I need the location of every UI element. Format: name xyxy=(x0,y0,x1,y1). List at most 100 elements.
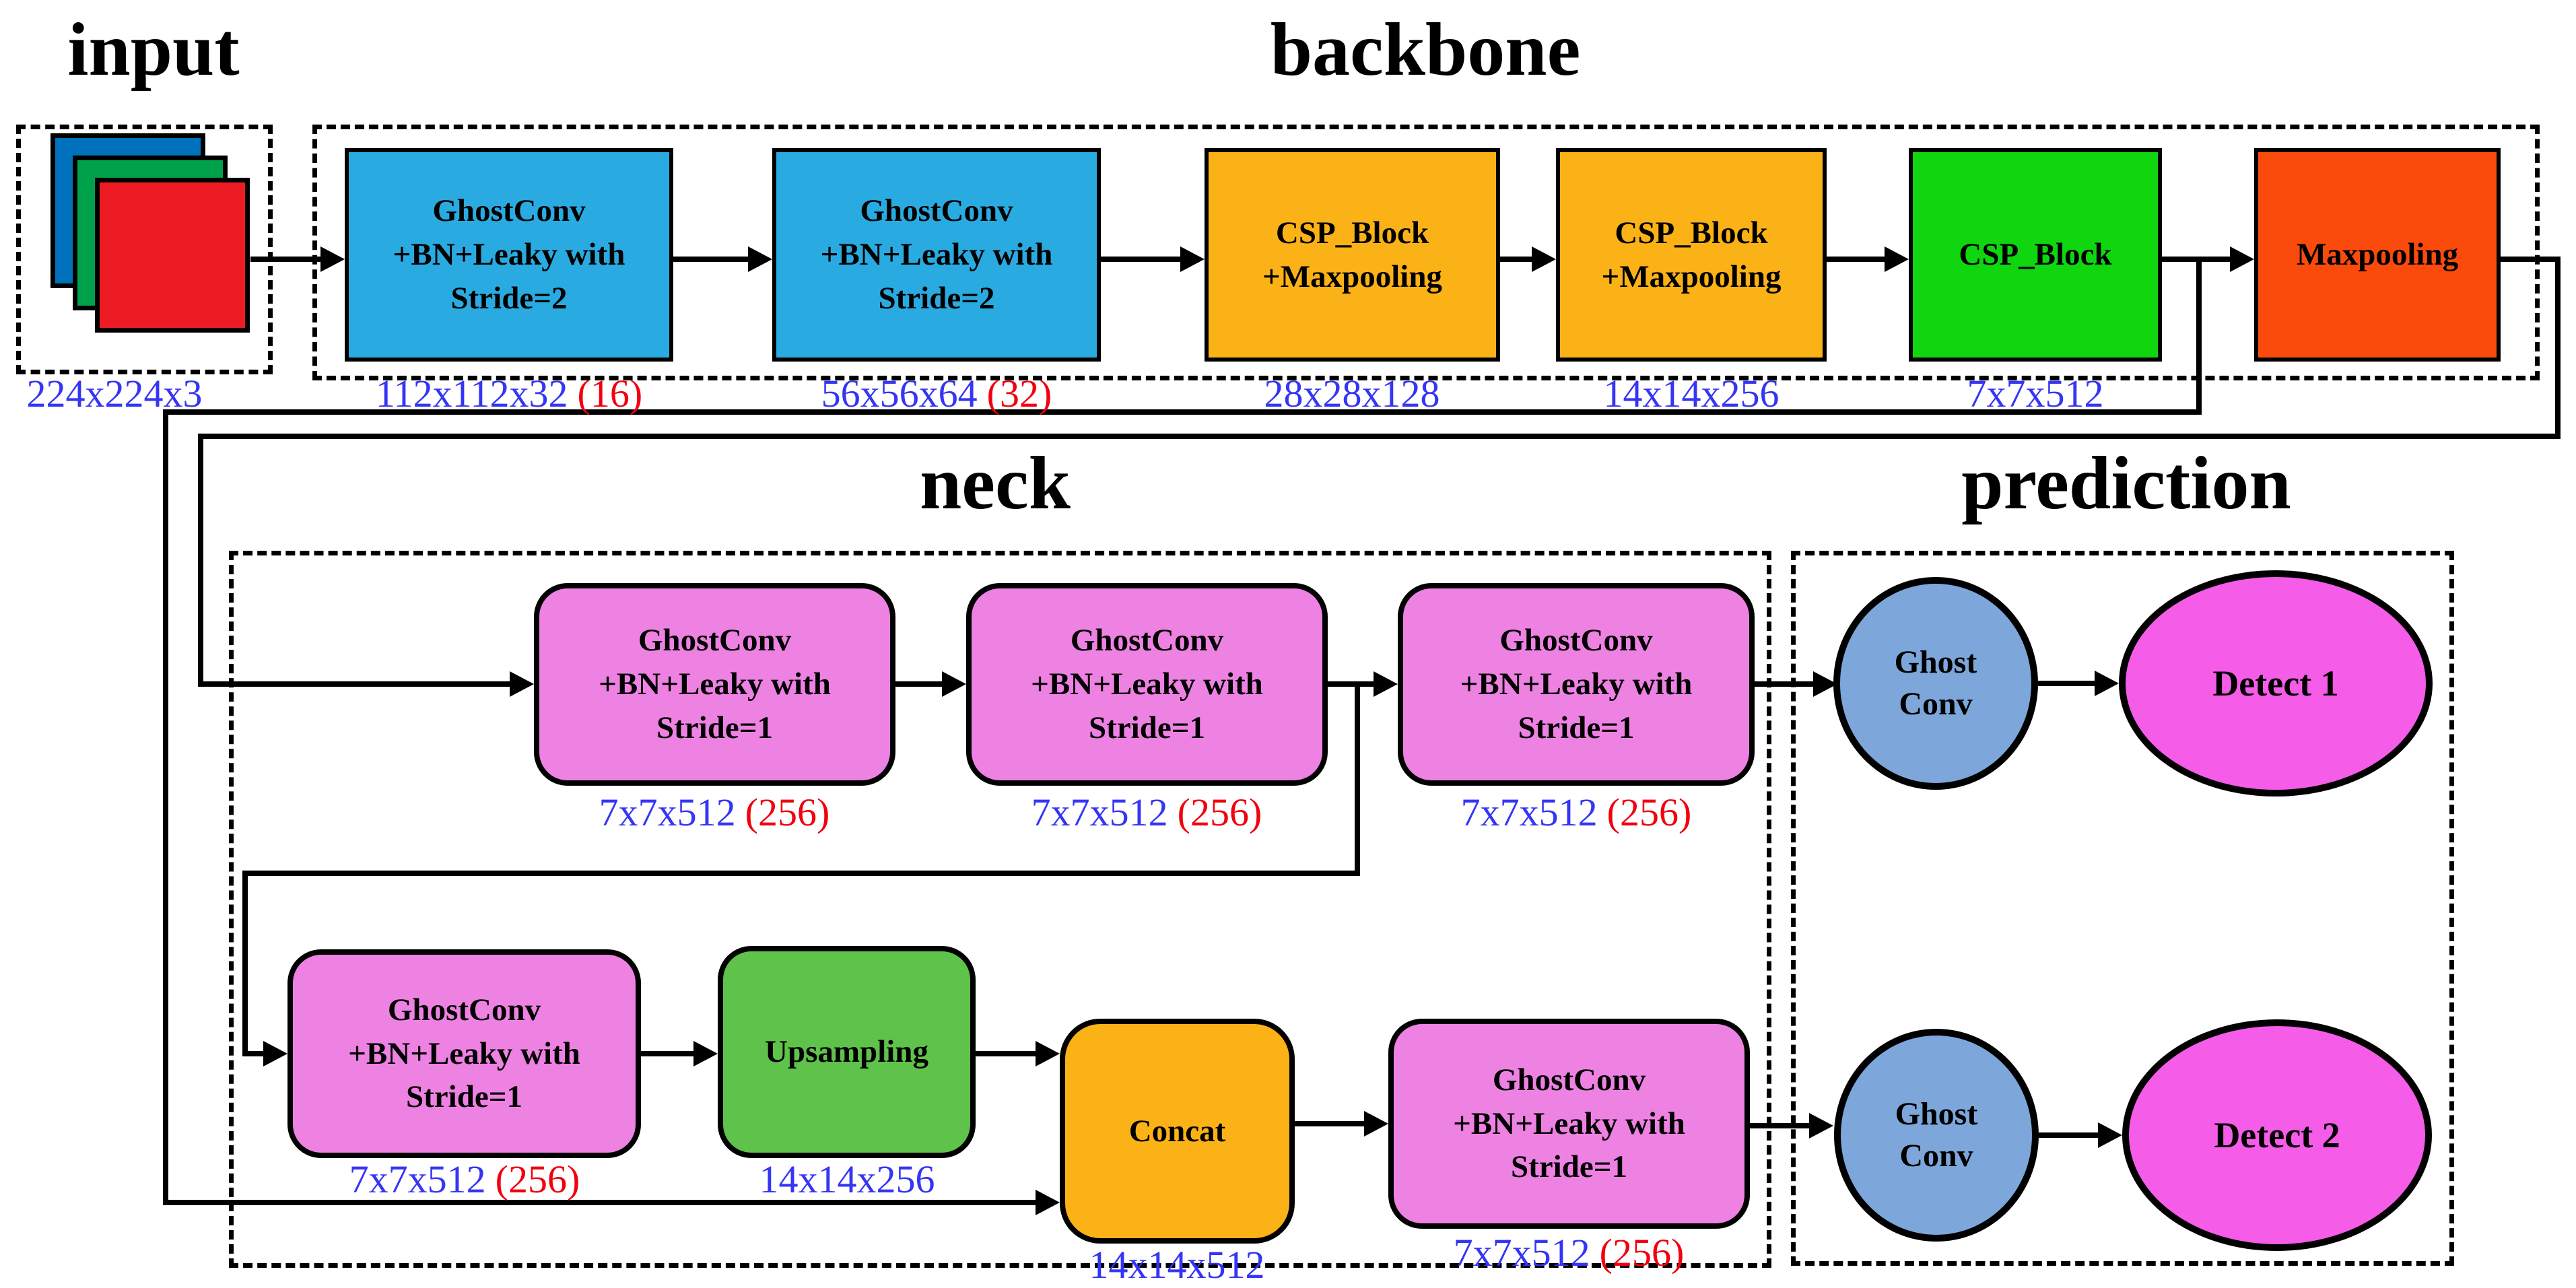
connector-bottom-to-concat-arrowhead xyxy=(1036,1190,1060,1215)
prediction-detect-1-ellipse: Detect 1 xyxy=(2119,570,2433,796)
dims-concat: 14x14x512 xyxy=(1089,1246,1265,1285)
prediction-detect-2-ellipse: Detect 2 xyxy=(2122,1019,2432,1251)
connector-maxpool-return-horizontal xyxy=(198,434,2561,439)
connector-maxpool-right-vertical xyxy=(2555,257,2561,439)
dims-value: 28x28x128 xyxy=(1264,372,1440,415)
connector-n4-to-upsampling-arrowhead xyxy=(693,1041,718,1066)
dims-backbone-5: 7x7x512 xyxy=(1967,374,2104,413)
connector-n1-to-n2-arrowhead xyxy=(942,671,966,697)
connector-n5-to-ghostconv2-line xyxy=(1750,1123,1816,1128)
connector-n4-to-upsampling-line xyxy=(641,1051,700,1056)
dims-neck-r1-1: 7x7x512(256) xyxy=(599,793,830,832)
connector-ghostconv1-to-detect1-line xyxy=(2038,681,2101,686)
connector-upsampling-to-concat-line xyxy=(976,1051,1042,1056)
backbone-block-maxpooling: Maxpooling xyxy=(2254,148,2501,362)
section-title-backbone: backbone xyxy=(1270,8,1581,92)
dims-upsampling: 14x14x256 xyxy=(759,1160,935,1199)
dims-neck-r1-3: 7x7x512(256) xyxy=(1461,793,1692,832)
dims-value: 56x56x64 xyxy=(821,372,978,415)
connector-input-to-b1-line xyxy=(250,257,327,262)
connector-concat-to-n5-arrowhead xyxy=(1364,1111,1388,1137)
dims-value: 7x7x512 xyxy=(1967,372,2104,415)
dims-value: 7x7x512 xyxy=(1460,790,1598,834)
dims-extra: (32) xyxy=(986,372,1052,415)
dims-extra: (256) xyxy=(1177,790,1262,834)
prediction-group-box xyxy=(1791,551,2454,1266)
backbone-block-csp-maxpool-2: CSP_Block +Maxpooling xyxy=(1556,148,1827,362)
connector-ghostconv2-to-detect2-arrowhead xyxy=(2098,1122,2122,1148)
neck-group-box xyxy=(229,551,1771,1268)
connector-b1-to-b2-arrowhead xyxy=(748,246,772,272)
dims-neck-r2-2: 7x7x512(256) xyxy=(1454,1233,1685,1273)
dims-input: 224x224x3 xyxy=(27,374,203,413)
connector-input-to-b1-arrowhead xyxy=(320,246,345,272)
backbone-block-ghostconv-2: GhostConv +BN+Leaky with Stride=2 xyxy=(772,148,1101,362)
dims-value: 14x14x256 xyxy=(759,1157,935,1201)
dims-extra: (256) xyxy=(1599,1231,1685,1275)
connector-maxpool-left-vertical xyxy=(198,434,203,687)
dims-value: 7x7x512 xyxy=(599,790,736,834)
dims-extra: (256) xyxy=(495,1157,580,1201)
backbone-group-box xyxy=(312,125,2540,380)
dims-value: 7x7x512 xyxy=(1031,790,1168,834)
prediction-ghostconv-ellipse-1: Ghost Conv xyxy=(1833,577,2038,790)
connector-row1-to-row2-horizontal xyxy=(242,871,1360,876)
neck-block-ghostconv-r2-2: GhostConv +BN+Leaky with Stride=1 xyxy=(1388,1019,1750,1229)
neck-block-ghostconv-r1-3: GhostConv +BN+Leaky with Stride=1 xyxy=(1398,583,1755,786)
dims-backbone-1: 112x112x32(16) xyxy=(376,374,642,413)
connector-to-neck-r1-line xyxy=(201,681,516,687)
dims-neck-r1-2: 7x7x512(256) xyxy=(1031,793,1262,832)
dims-value: 7x7x512 xyxy=(349,1157,486,1201)
connector-b5-to-b6-arrowhead xyxy=(2230,246,2254,272)
connector-n3-to-ghostconv1-arrowhead xyxy=(1813,671,1837,697)
connector-to-n4-line xyxy=(242,1051,270,1056)
dims-value: 14x14x256 xyxy=(1603,372,1780,415)
connector-ghostconv2-to-detect2-line xyxy=(2039,1132,2105,1138)
backbone-block-ghostconv-1: GhostConv +BN+Leaky with Stride=2 xyxy=(345,148,673,362)
connector-row2-left-vertical xyxy=(242,871,248,1056)
connector-b2-to-b3-arrowhead xyxy=(1180,246,1205,272)
connector-n5-to-ghostconv2-arrowhead xyxy=(1809,1113,1833,1139)
connector-upsampling-to-concat-arrowhead xyxy=(1036,1041,1060,1066)
connector-n1-to-n2-line xyxy=(895,681,949,687)
connector-csp-output-drop-vertical xyxy=(2196,259,2202,415)
connector-b4-to-b5-arrowhead xyxy=(1885,246,1909,272)
connector-to-n4-arrowhead xyxy=(263,1041,287,1066)
connector-b2-to-b3-line xyxy=(1101,257,1187,262)
dims-value: 112x112x32 xyxy=(375,372,568,415)
connector-left-vertical-to-concat xyxy=(163,409,168,1205)
connector-to-neck-r1-arrowhead xyxy=(510,671,534,697)
neck-block-concat: Concat xyxy=(1060,1019,1295,1244)
connector-csp-output-horizontal xyxy=(163,409,2202,415)
dims-extra: (256) xyxy=(1606,790,1692,834)
connector-n2-to-n3-arrowhead xyxy=(1374,671,1398,697)
section-title-neck: neck xyxy=(920,442,1071,525)
dims-backbone-2: 56x56x64(32) xyxy=(821,374,1052,413)
neck-block-ghostconv-r1-2: GhostConv +BN+Leaky with Stride=1 xyxy=(966,583,1328,786)
connector-b4-to-b5-line xyxy=(1827,257,1891,262)
connector-n2-to-n3-line xyxy=(1328,681,1380,687)
connector-row1-drop-vertical xyxy=(1355,684,1360,876)
neck-block-ghostconv-r2-1: GhostConv +BN+Leaky with Stride=1 xyxy=(287,949,641,1158)
section-title-input: input xyxy=(67,8,240,92)
input-channel-red-square xyxy=(95,178,250,333)
connector-n3-to-ghostconv1-line xyxy=(1755,681,1816,687)
prediction-ghostconv-ellipse-2: Ghost Conv xyxy=(1834,1029,2039,1242)
neck-block-upsampling: Upsampling xyxy=(718,946,976,1158)
backbone-block-csp-maxpool-1: CSP_Block +Maxpooling xyxy=(1205,148,1500,362)
dims-backbone-4: 14x14x256 xyxy=(1604,374,1780,413)
connector-concat-to-n5-line xyxy=(1295,1121,1371,1126)
connector-b1-to-b2-line xyxy=(673,257,755,262)
dims-value: 14x14x512 xyxy=(1089,1243,1265,1287)
connector-maxpool-out-line xyxy=(2501,257,2561,262)
connector-ghostconv1-to-detect1-arrowhead xyxy=(2095,671,2119,696)
dims-input-value: 224x224x3 xyxy=(26,372,203,415)
input-group-box xyxy=(16,125,273,374)
dims-extra: (16) xyxy=(577,372,643,415)
dims-neck-r2-1: 7x7x512(256) xyxy=(349,1160,580,1199)
section-title-prediction: prediction xyxy=(1961,442,2291,525)
dims-extra: (256) xyxy=(745,790,830,834)
connector-b3-to-b4-line xyxy=(1500,257,1538,262)
dims-value: 7x7x512 xyxy=(1453,1231,1590,1275)
